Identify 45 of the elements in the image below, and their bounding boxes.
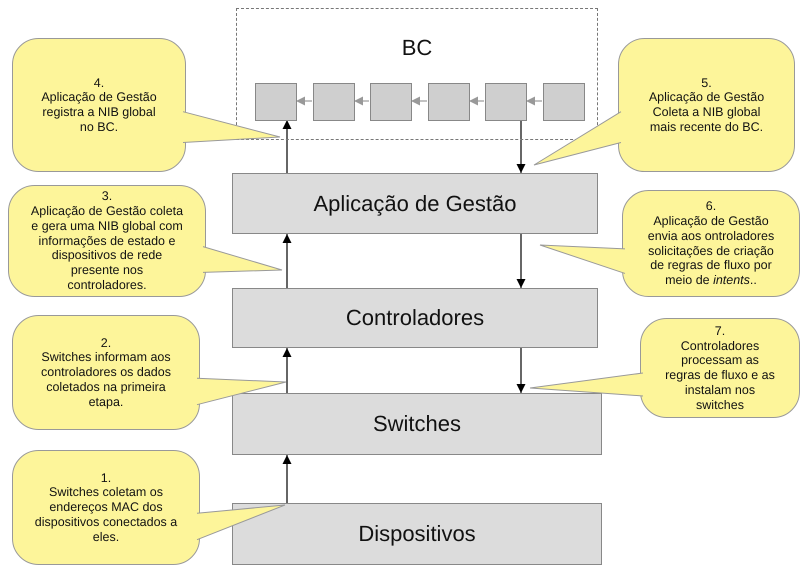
callout-text: Aplicação de Gestão envia aos ontroladores solicitações de criação de regras de fluxo por meio de intents.. [646,214,776,288]
block-box [543,83,585,121]
arrow [516,348,526,393]
layer-box: Aplicação de Gestão [232,173,598,234]
callout-text: Controladores processam as regras de fluxo e as instalam nos switches [664,338,776,412]
callout-text: 5. [701,76,712,90]
arrow [516,120,526,173]
callout-text: 4. [94,76,104,90]
block-box [485,83,527,121]
speech-bubble [12,38,280,172]
frame-title: BC [400,35,434,61]
callout-text: Aplicação de Gestão registra a NIB global no BC. [40,90,158,134]
layer-box: Dispositivos [232,503,602,565]
callout-text: Switches informam aos controladores os dados coletados na primeira etapa. [40,350,172,410]
arrow [282,234,292,288]
callout-text: 3. [102,189,112,204]
arrow [469,96,484,106]
arrow [282,348,292,393]
callout-text: Aplicação de Gestão coleta e gera uma NIB global com informações de estado e dispositivos de rede presente nos controladores. [30,204,184,293]
layer-box: Controladores [232,288,598,348]
speech-bubble [540,190,800,297]
arrow [411,96,427,106]
block-box [255,83,297,121]
speech-bubble [8,185,282,297]
block-box [428,83,470,121]
callout-text: Aplicação de Gestão Coleta a NIB global mais recente do BC. [648,90,766,134]
speech-bubble [12,450,285,565]
arrow [282,120,292,173]
callout-text: 6. [706,199,716,214]
arrow [516,234,526,288]
callout-text: 7. [714,324,726,338]
callout-text: 1. [100,470,112,486]
speech-bubble [12,315,286,430]
block-box [313,83,355,121]
layer-box: Switches [232,393,602,455]
speech-bubble [534,38,795,172]
arrow [296,96,312,106]
callout-text: 2. [100,336,112,350]
speech-bubble [530,318,800,418]
callout-text: Switches coletam os endereços MAC dos dispositivos conectados a eles. [34,485,178,544]
block-box [370,83,412,121]
arrow [282,455,292,503]
arrow [354,96,369,106]
arrow [526,96,542,106]
dashed-frame [236,8,598,140]
